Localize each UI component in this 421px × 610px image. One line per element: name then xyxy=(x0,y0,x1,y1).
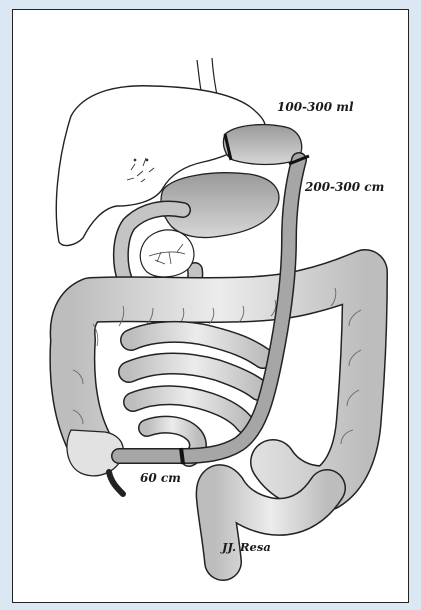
gastric-pouch xyxy=(223,125,301,165)
bypass-length-label: 200-300 cm xyxy=(305,180,384,194)
jejuno-jejunostomy xyxy=(181,448,183,464)
pouch-volume-label: 100-300 ml xyxy=(277,100,354,114)
artist-signature: JJ. Resa xyxy=(222,540,271,554)
common-channel-label: 60 cm xyxy=(140,471,181,485)
appendix xyxy=(109,472,123,494)
pancreas xyxy=(140,230,194,277)
illustration-frame: 100-300 ml 200-300 cm 60 cm JJ. Resa xyxy=(12,9,409,603)
